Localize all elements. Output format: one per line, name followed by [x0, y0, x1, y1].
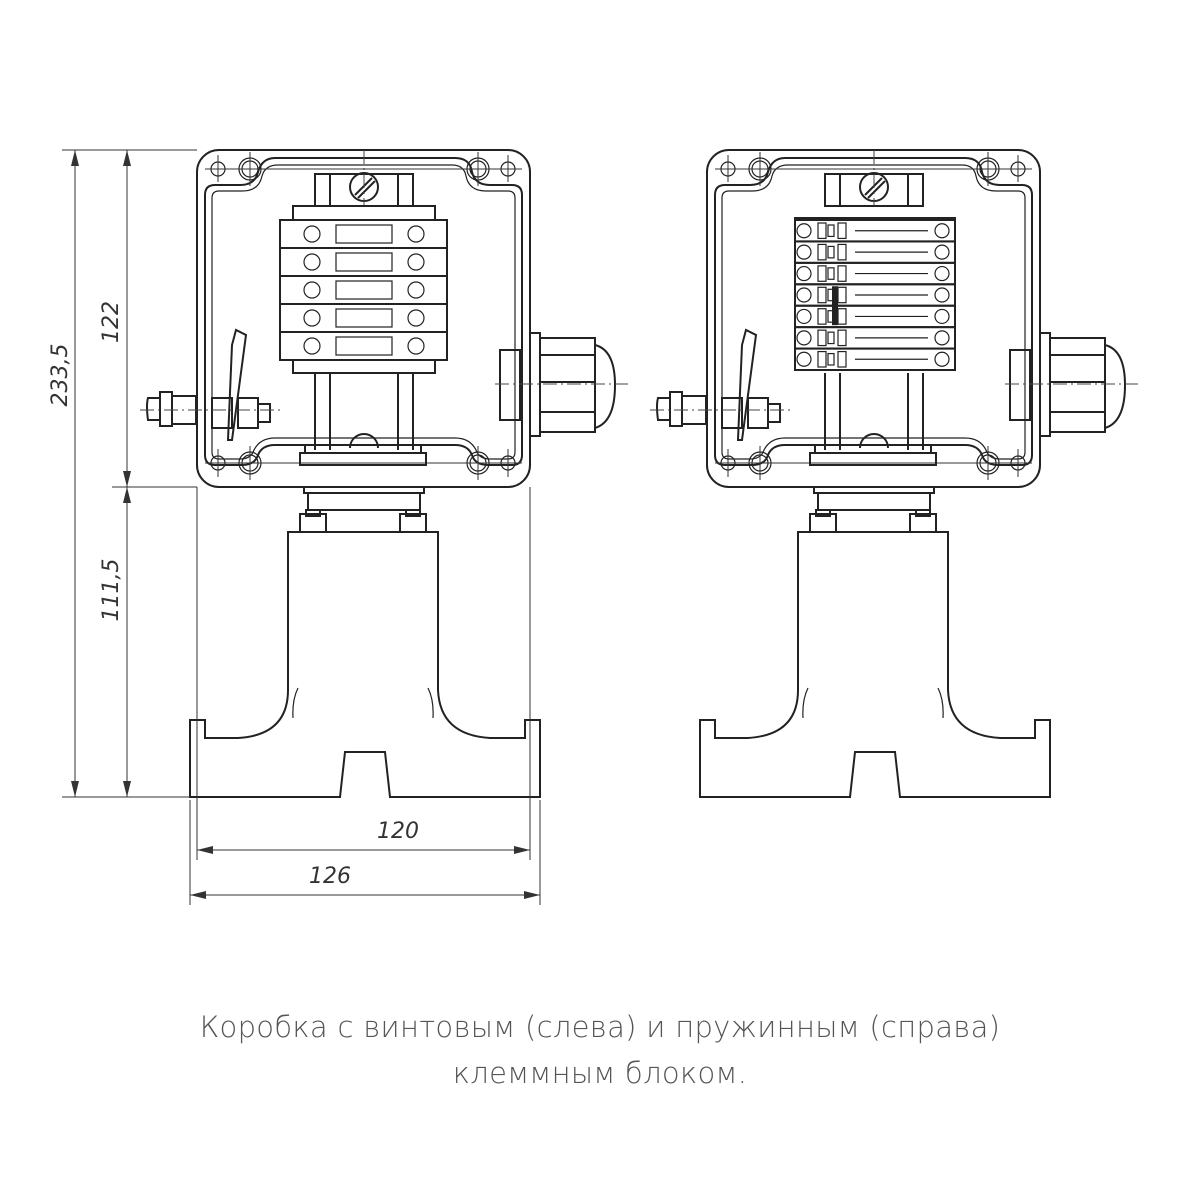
dimension-lines: 233,5 122 111,5 120 126	[48, 149, 541, 905]
spring-terminal-box	[649, 149, 1139, 798]
screw-terminal	[279, 303, 448, 333]
screw-terminal	[279, 219, 448, 249]
spring-terminal	[794, 261, 956, 286]
spring-terminal	[794, 283, 956, 307]
dim-total-height: 233,5	[48, 344, 73, 407]
screw-terminal-block	[279, 205, 448, 374]
screw-terminal	[279, 275, 448, 305]
caption-line-1: Коробка с винтовым (слева) и пружинным (…	[199, 1010, 1001, 1044]
spring-terminal	[794, 347, 956, 372]
screw-terminal	[279, 331, 448, 361]
screw-terminal-box	[139, 149, 629, 798]
spring-terminal	[794, 240, 956, 264]
spring-terminal	[794, 304, 956, 329]
screw-terminal	[279, 247, 448, 277]
caption-line-2: клеммным блоком.	[452, 1056, 748, 1090]
spring-terminal	[794, 326, 956, 350]
spring-terminal-block	[794, 217, 956, 372]
dim-total-width: 126	[309, 864, 351, 889]
dim-box-height: 122	[99, 301, 124, 343]
spring-terminal	[794, 219, 956, 243]
dim-inner-width: 120	[377, 819, 419, 844]
dim-stand-height: 111,5	[99, 559, 124, 622]
